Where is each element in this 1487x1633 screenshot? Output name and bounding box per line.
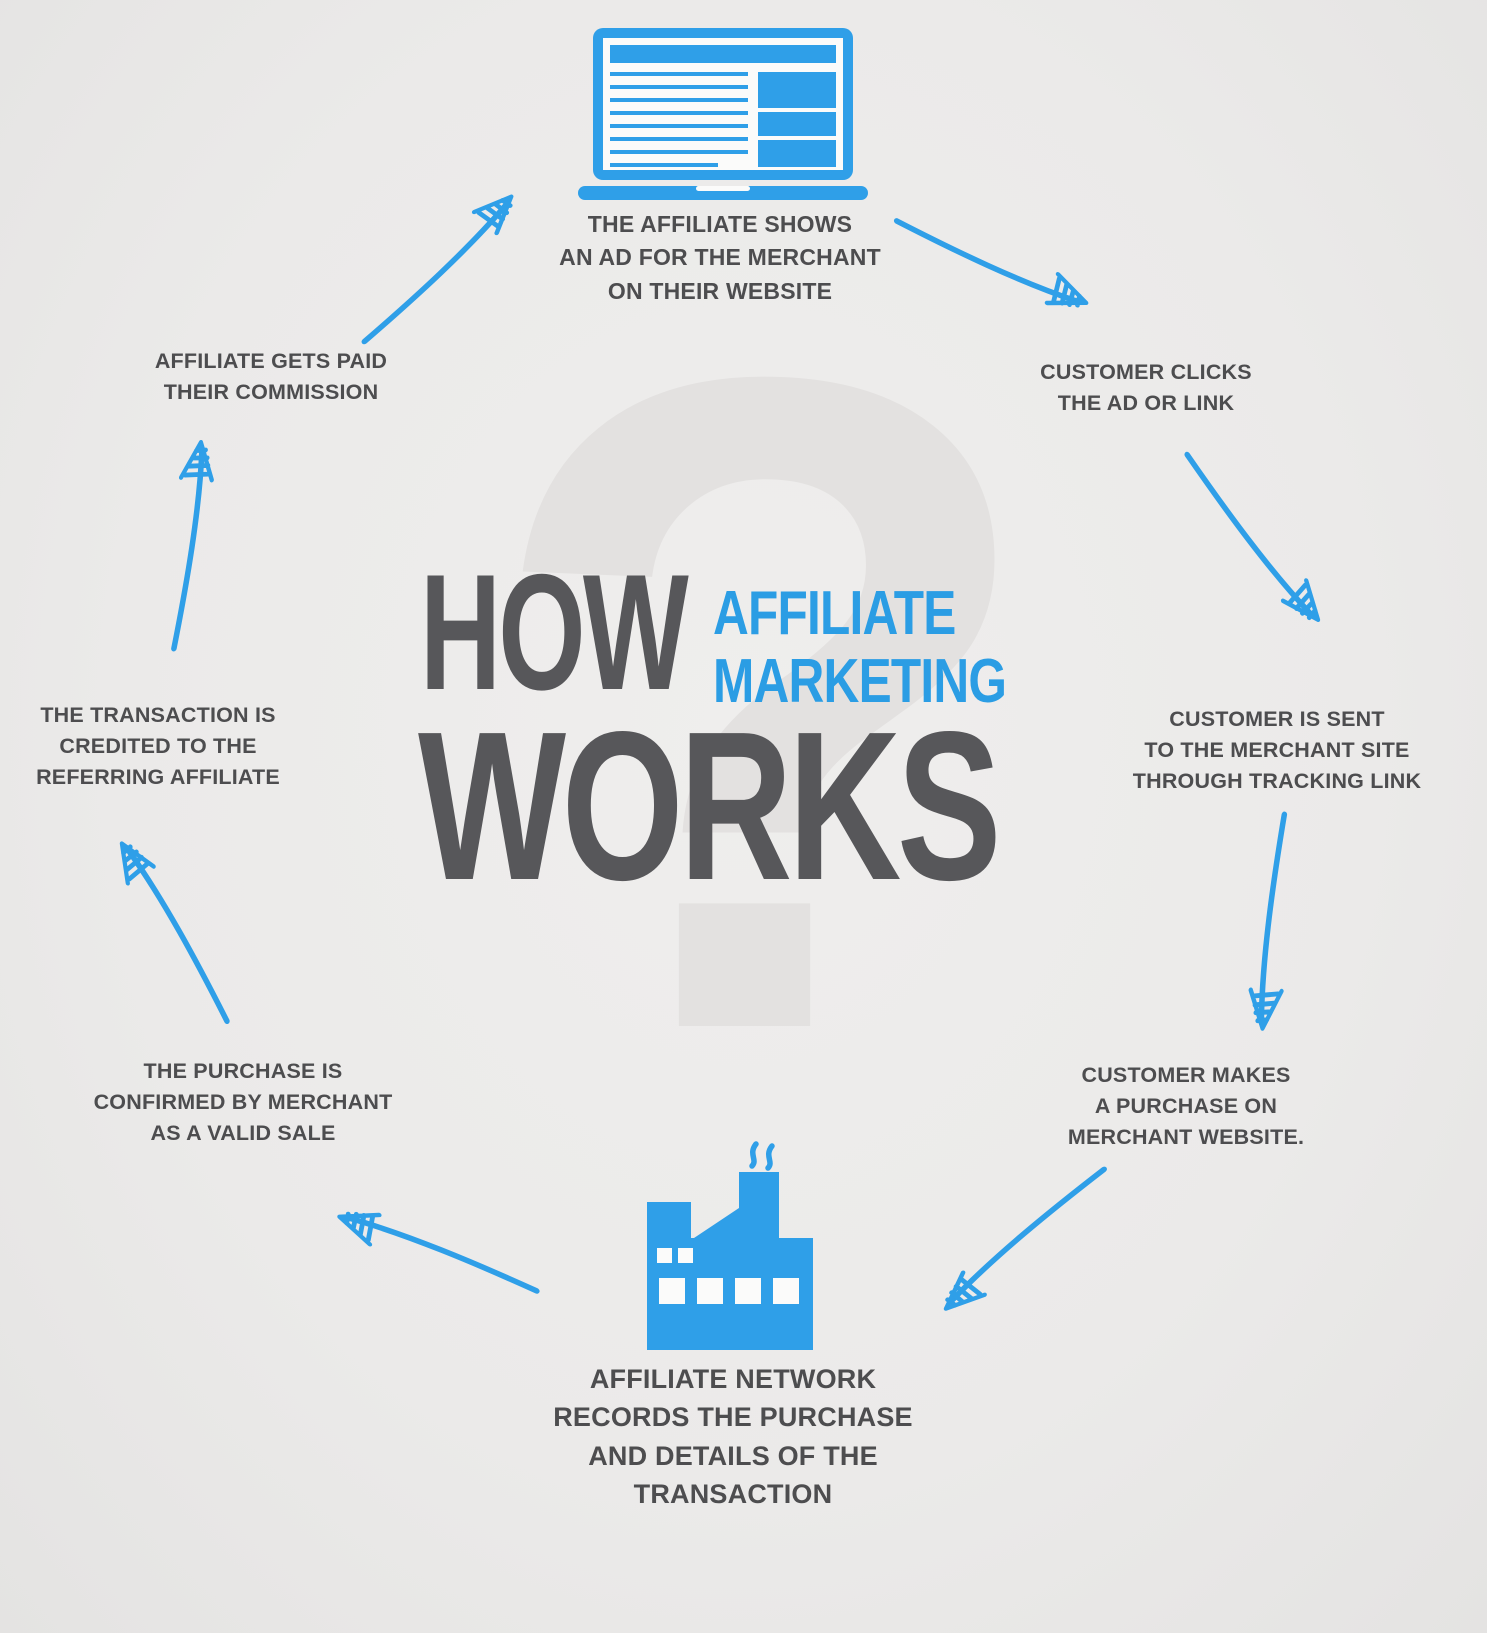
step-transaction-credited: THE TRANSACTION IS CREDITED TO THE REFER…	[36, 703, 280, 790]
title-affiliate: AFFILIATE	[713, 579, 956, 648]
step-affiliate-paid: AFFILIATE GETS PAID THEIR COMMISSION	[154, 349, 388, 405]
arrow-credit-to-commission-icon	[120, 420, 253, 660]
step-affiliate-shows-ad: THE AFFILIATE SHOWS AN AD FOR THE MERCHA…	[559, 211, 881, 304]
laptop-icon	[578, 28, 868, 211]
step-purchase-confirmed: THE PURCHASE IS CONFIRMED BY MERCHANT AS…	[93, 1059, 393, 1146]
step-customer-purchase: CUSTOMER MAKES A PURCHASE ON MERCHANT WE…	[1067, 1063, 1305, 1150]
title-marketing: MARKETING	[713, 647, 1007, 716]
arrow-confirm-to-credit-icon	[101, 810, 240, 1048]
step-network-records: AFFILIATE NETWORK RECORDS THE PURCHASE A…	[553, 1364, 913, 1509]
arrow-redirect-to-purchase-icon	[1211, 803, 1339, 1051]
step-customer-clicks: CUSTOMER CLICKS THE AD OR LINK	[1040, 360, 1252, 416]
question-mark-watermark: ?	[480, 185, 1049, 1224]
arrow-click-to-redirect-icon	[1174, 421, 1341, 659]
title-how: HOW	[420, 540, 689, 724]
factory-icon	[645, 1138, 815, 1358]
step-customer-sent: CUSTOMER IS SENT TO THE MERCHANT SITE TH…	[1132, 707, 1422, 794]
title-works: WORKS	[418, 687, 1002, 924]
